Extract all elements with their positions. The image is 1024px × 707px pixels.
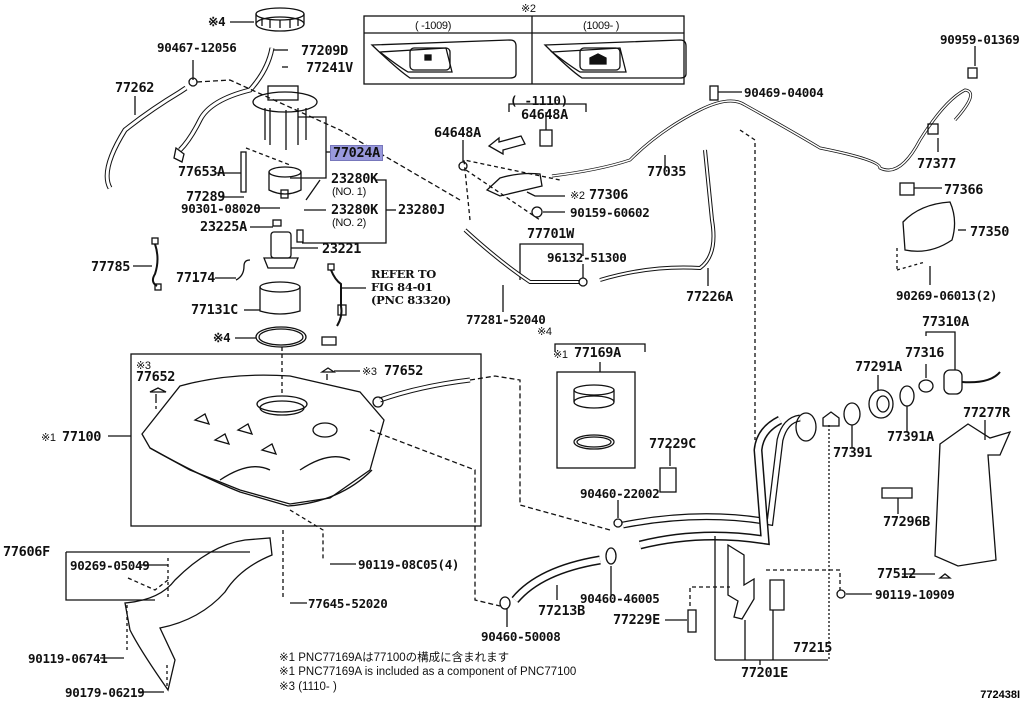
part-label-64648A[interactable]: 64648A	[434, 125, 481, 141]
fuel-pump	[263, 231, 299, 269]
part-label-77024A-highlighted[interactable]: 77024A	[330, 145, 383, 161]
fuel-tank-box	[130, 353, 482, 527]
part-label-77131C[interactable]: 77131C	[191, 302, 238, 318]
note-mark-77169A: ※1	[553, 349, 568, 361]
part-label-90460-22002[interactable]: 90460-22002	[580, 486, 660, 501]
part-label-77169A[interactable]: 77169A	[574, 345, 621, 361]
part-label-90460-50008[interactable]: 90460-50008	[481, 629, 561, 644]
part-label-90119-08C05[interactable]: 90119-08C05(4)	[358, 557, 460, 572]
callout-ring-note4: ※4	[208, 14, 226, 29]
part-label-90959-01369[interactable]: 90959-01369	[940, 32, 1020, 47]
part-label-77209D[interactable]: 77209D	[301, 43, 348, 59]
part-label-77277R[interactable]: 77277R	[963, 405, 1010, 421]
part-label-77310A[interactable]: 77310A	[922, 314, 969, 330]
refer-line-1: REFER TO	[371, 267, 436, 281]
fuel-door-opener-inset	[363, 15, 687, 85]
illustration-number: 772438I	[980, 689, 1020, 701]
part-label-90269-06013[interactable]: 90269-06013(2)	[896, 288, 998, 303]
part-label-77296B[interactable]: 77296B	[883, 514, 930, 530]
lock-ring-top	[255, 7, 305, 32]
part-label-77241V[interactable]: 77241V	[306, 60, 353, 76]
lock-ring-kit-box	[556, 371, 636, 469]
part-label-23280K-no1[interactable]: 23280K	[331, 171, 378, 187]
part-label-23280K-no2[interactable]: 23280K	[331, 202, 378, 218]
inset-note-mark: ※2	[521, 3, 536, 15]
part-label-77512[interactable]: 77512	[877, 566, 917, 582]
part-label-23280J[interactable]: 23280J	[398, 202, 445, 218]
part-label-90119-10909[interactable]: 90119-10909	[875, 587, 955, 602]
part-label-77306[interactable]: 77306	[589, 187, 629, 203]
part-label-23221[interactable]: 23221	[322, 241, 362, 257]
part-sub-no1: (NO. 1)	[332, 186, 366, 198]
filler-pipe-bracket	[727, 543, 785, 620]
part-label-90460-46005[interactable]: 90460-46005	[580, 591, 660, 606]
part-label-77226A[interactable]: 77226A	[686, 289, 733, 305]
fuel-filler-pipe	[622, 412, 817, 550]
part-label-96132-51300[interactable]: 96132-51300	[547, 250, 627, 265]
part-label-77291A[interactable]: 77291A	[855, 359, 902, 375]
part-label-77213B[interactable]: 77213B	[538, 603, 585, 619]
part-sub-no2: (NO. 2)	[332, 217, 366, 229]
part-label-77391A[interactable]: 77391A	[887, 429, 934, 445]
note-mark-kit4: ※4	[537, 326, 552, 338]
part-label-77316[interactable]: 77316	[905, 345, 945, 361]
part-label-90469-04004[interactable]: 90469-04004	[744, 85, 824, 100]
callout-gasket-note4: ※4	[213, 330, 231, 345]
inset-col-right-range: (1009- )	[583, 20, 620, 32]
footnote-3: ※3 (1110- )	[279, 681, 337, 693]
note-mark-77100: ※1	[41, 432, 56, 444]
part-label-77215[interactable]: 77215	[793, 640, 833, 656]
fuel-sender-gauge	[252, 85, 318, 150]
refer-note: REFER TO FIG 84-01 (PNC 83320)	[371, 268, 451, 307]
footnote-1-en: ※1 PNC77169A is included as a component …	[279, 666, 577, 678]
part-label-90179-06219[interactable]: 90179-06219	[65, 685, 145, 700]
refer-line-3: (PNC 83320)	[371, 293, 451, 307]
part-label-77262[interactable]: 77262	[115, 80, 155, 96]
note-mark-77652a: ※3	[136, 360, 151, 372]
part-label-77100[interactable]: 77100	[62, 429, 102, 445]
part-label-77652-left[interactable]: 77652	[136, 369, 176, 385]
part-label-77229E[interactable]: 77229E	[613, 612, 660, 628]
refer-line-2[interactable]: FIG 84-01	[371, 280, 433, 294]
fuel-door-opener	[485, 172, 543, 197]
part-label-23225A[interactable]: 23225A	[200, 219, 247, 235]
part-label-64648A-bracketed[interactable]: 64648A	[521, 107, 568, 123]
part-label-77229C[interactable]: 77229C	[649, 436, 696, 452]
part-label-77653A[interactable]: 77653A	[178, 164, 225, 180]
part-label-77201E[interactable]: 77201E	[741, 665, 788, 681]
part-label-90269-05049[interactable]: 90269-05049	[70, 558, 150, 573]
bracket-range-64648A: ( -1110)	[510, 93, 568, 108]
part-label-77350[interactable]: 77350	[970, 224, 1010, 240]
part-label-77281-52040[interactable]: 77281-52040	[466, 312, 546, 327]
fuel-filler-lid	[902, 201, 956, 252]
part-label-77377[interactable]: 77377	[917, 156, 957, 172]
part-label-90119-06741[interactable]: 90119-06741	[28, 651, 108, 666]
note-mark-77652b: ※3	[362, 366, 377, 378]
fuel-tank	[141, 374, 385, 507]
part-label-77174[interactable]: 77174	[176, 270, 216, 286]
part-label-77289[interactable]: 77289	[186, 189, 226, 205]
part-label-77645-52020[interactable]: 77645-52020	[308, 596, 388, 611]
fuel-tank-protector	[124, 537, 273, 692]
part-label-77035[interactable]: 77035	[647, 164, 687, 180]
lock-ring-kit	[573, 384, 615, 450]
footnote-1-ja: ※1 PNC77169Aは77100の構成に含まれます	[279, 652, 510, 664]
part-label-77606F[interactable]: 77606F	[3, 544, 50, 560]
part-label-90301-08020[interactable]: 90301-08020	[181, 201, 261, 216]
inset-col-left-range: ( -1009)	[415, 20, 452, 32]
part-label-77701W[interactable]: 77701W	[527, 226, 574, 242]
part-label-77366[interactable]: 77366	[944, 182, 984, 198]
part-label-90467-12056[interactable]: 90467-12056	[157, 40, 237, 55]
part-label-77391[interactable]: 77391	[833, 445, 873, 461]
part-label-90159-60602[interactable]: 90159-60602	[570, 205, 650, 220]
part-label-77652-right[interactable]: 77652	[384, 363, 424, 379]
part-label-77785[interactable]: 77785	[91, 259, 131, 275]
fuel-tank-cap	[943, 369, 1001, 395]
pump-bracket-cup	[259, 281, 301, 315]
note-mark-77306: ※2	[570, 190, 585, 202]
